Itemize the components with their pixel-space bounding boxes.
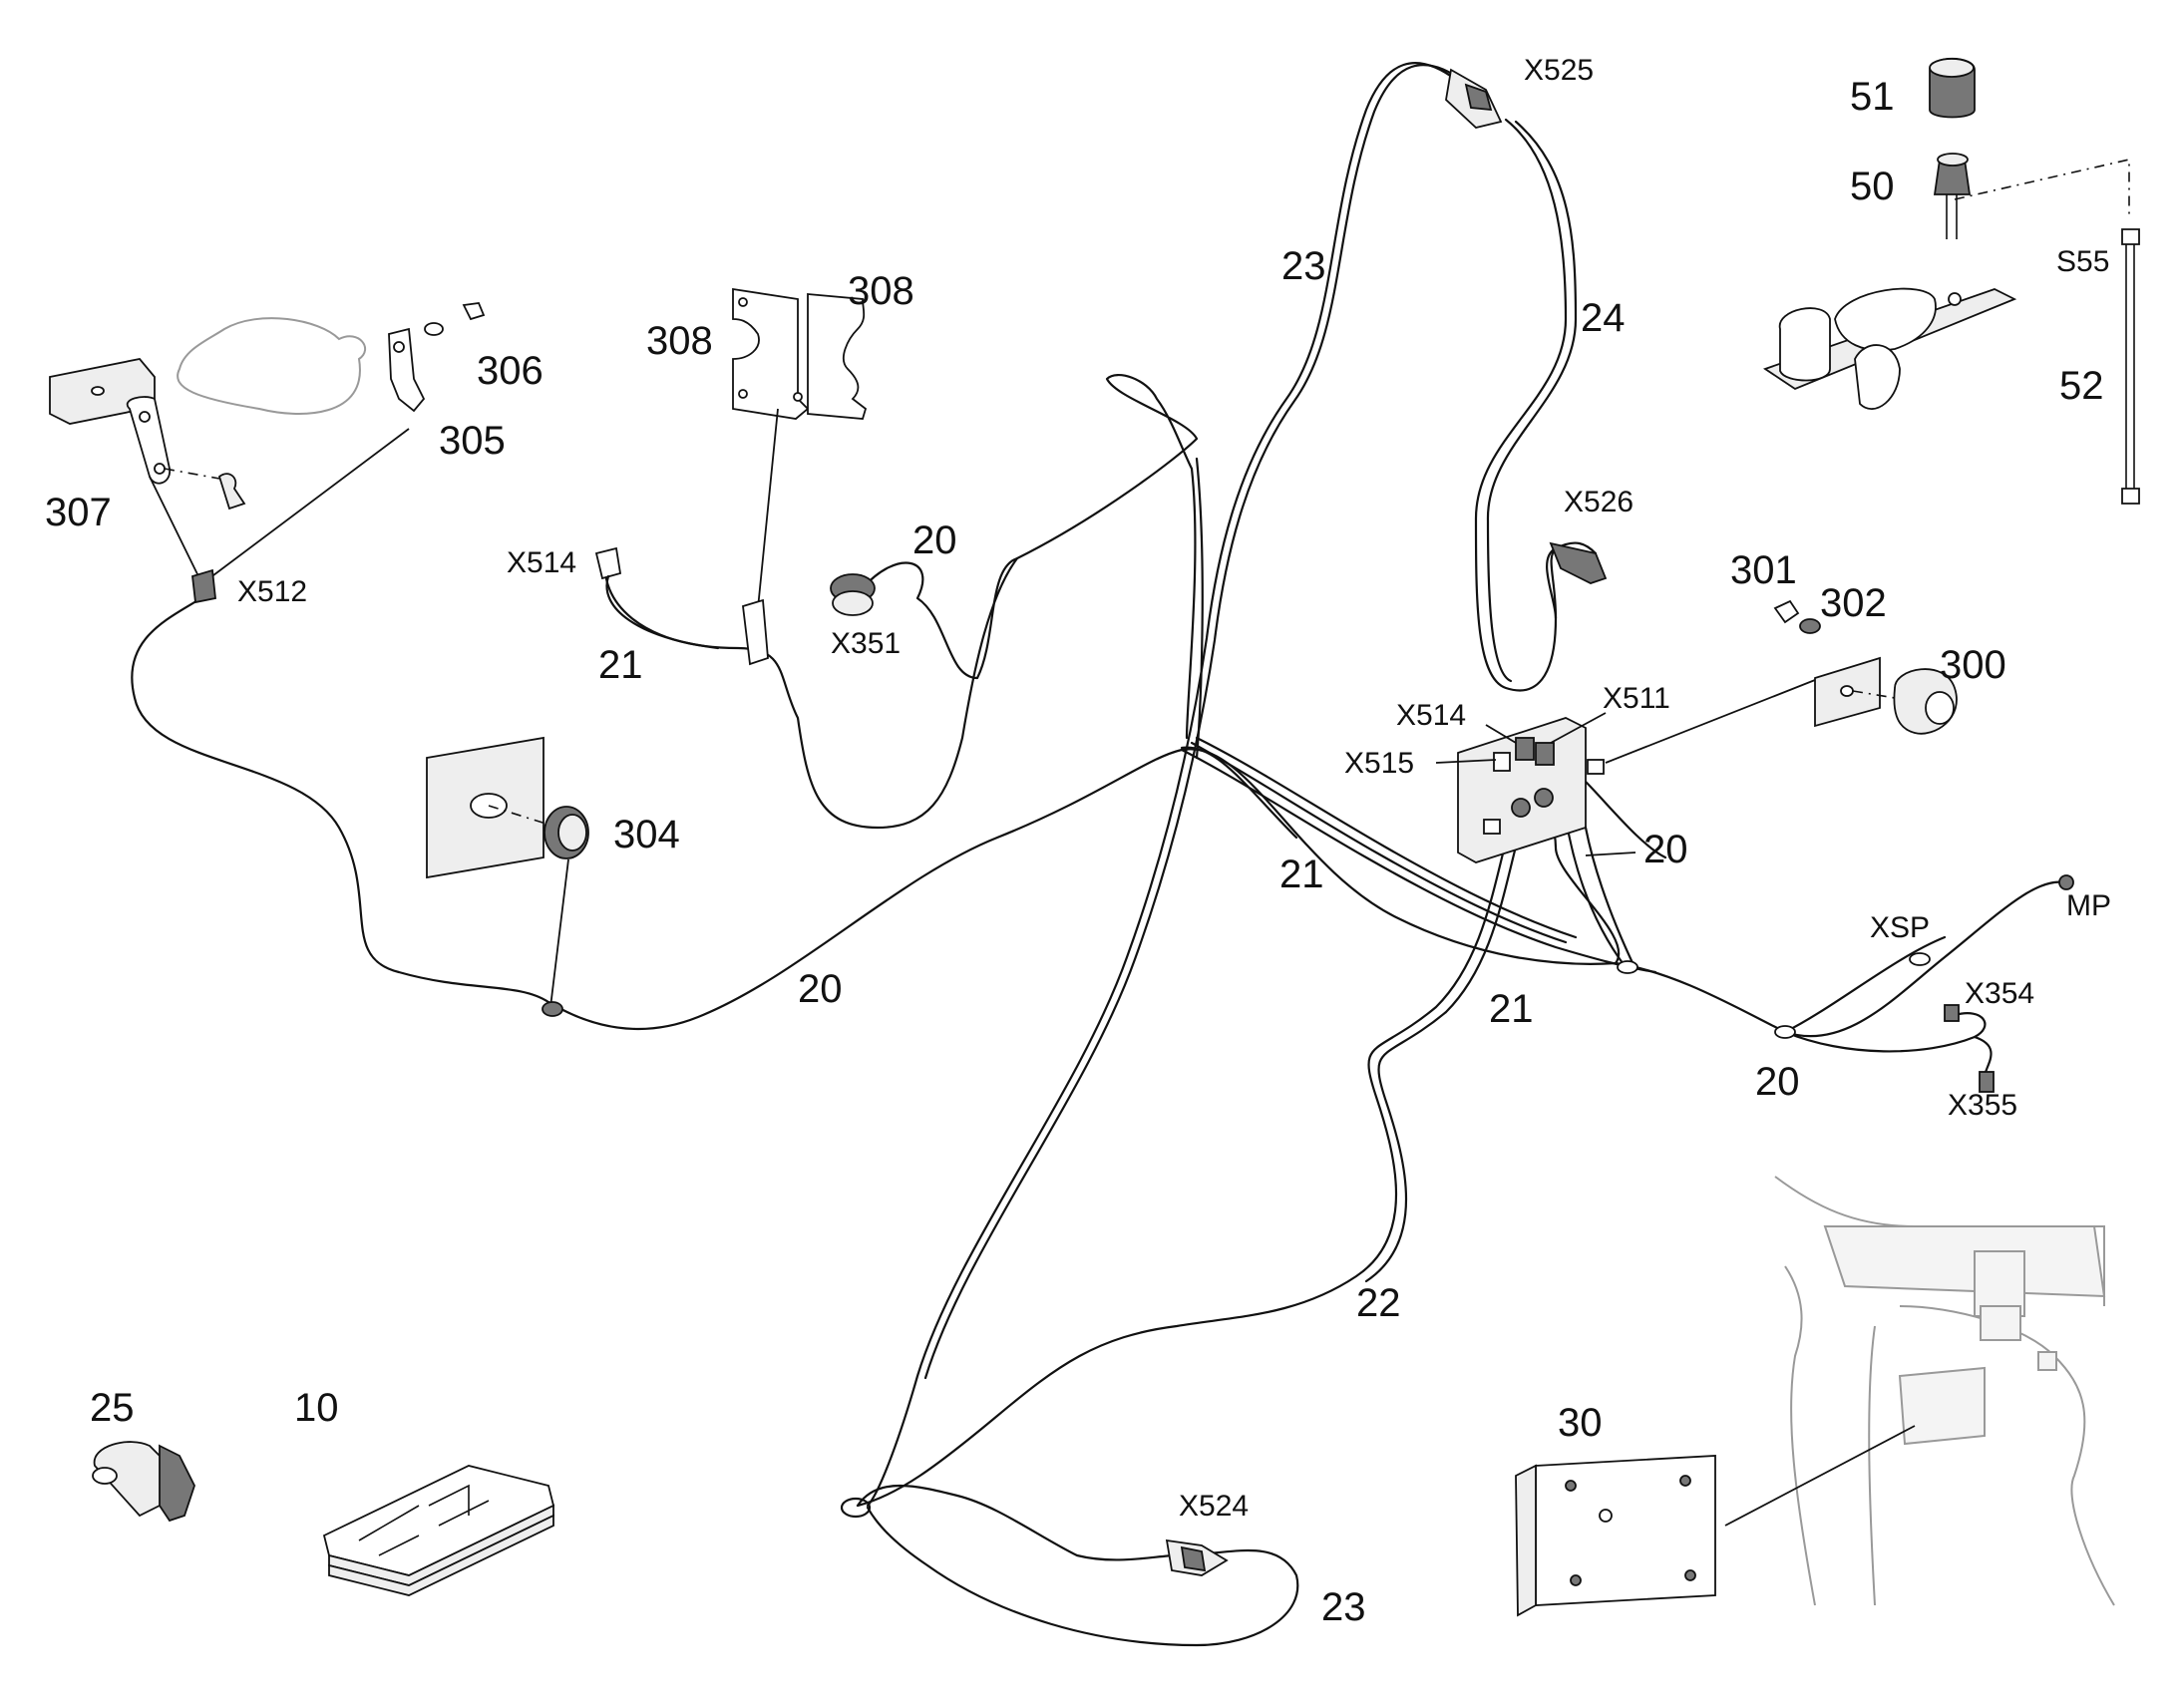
bracket-assembly-305-307: [49, 302, 486, 604]
item-number-labels: 51 50 52 23 24 308 308 306 305 307 20 21…: [45, 75, 2104, 1629]
label-10: 10: [294, 1386, 339, 1430]
label-302: 302: [1820, 581, 1887, 625]
label-307: 307: [45, 491, 112, 534]
label-20-xsp: 20: [1755, 1060, 1800, 1104]
label-306: 306: [477, 349, 544, 393]
label-50: 50: [1850, 165, 1895, 208]
label-23-top: 23: [1281, 244, 1326, 288]
label-305: 305: [439, 419, 506, 463]
label-52: 52: [2059, 364, 2104, 408]
label-mp: MP: [2066, 889, 2111, 922]
label-x525: X525: [1524, 54, 1594, 87]
label-22: 22: [1356, 1281, 1401, 1325]
connector-x525: [1445, 68, 1503, 129]
connector-block: [1457, 717, 1605, 863]
label-x524: X524: [1179, 1490, 1249, 1523]
label-25: 25: [90, 1386, 135, 1430]
connector-labels: X525 S55 X526 X514 X512 X351 X514 X511 X…: [237, 54, 2111, 1523]
plate-grommet-304: [426, 736, 589, 1017]
label-20-right: 20: [1643, 828, 1688, 871]
label-21-mid: 21: [1279, 853, 1324, 896]
label-s55: S55: [2056, 245, 2109, 278]
label-leaders: [1435, 712, 1636, 856]
control-module-30: [1515, 1425, 1916, 1617]
label-x515: X515: [1344, 747, 1414, 780]
wire-harness-20: [131, 374, 2066, 1079]
connector-x514-left: [594, 546, 720, 650]
connector-x524: [1165, 1538, 1229, 1576]
label-308-right: 308: [848, 269, 914, 313]
label-x512: X512: [237, 575, 307, 608]
switch-assembly-50-51: [1762, 57, 2140, 505]
sensor-assembly-300: [1605, 599, 1958, 764]
label-x351: X351: [831, 627, 901, 660]
label-30: 30: [1558, 1401, 1603, 1445]
lamp-25: [92, 1441, 195, 1523]
label-x514-left: X514: [507, 546, 576, 579]
connector-x526: [1549, 541, 1608, 584]
manual-10: [322, 1465, 555, 1596]
label-x354: X354: [1965, 977, 2034, 1010]
label-x526: X526: [1564, 486, 1634, 518]
label-23-bottom: 23: [1321, 1585, 1366, 1629]
label-21-left: 21: [598, 643, 643, 687]
label-xsp: XSP: [1870, 911, 1930, 944]
label-20-top: 20: [912, 518, 957, 562]
label-x355: X355: [1948, 1089, 2017, 1122]
wire-harness-22-23-24: [840, 62, 1598, 1647]
label-304: 304: [613, 813, 680, 856]
connector-x351: [830, 573, 876, 616]
label-x511: X511: [1603, 682, 1670, 715]
cab-outline: [1774, 1176, 2115, 1606]
plates-308: [732, 287, 868, 666]
label-21-right: 21: [1489, 987, 1534, 1031]
label-20-bottom: 20: [798, 967, 843, 1011]
label-301: 301: [1730, 548, 1797, 592]
plugs-xsp: [1617, 874, 2074, 1093]
label-24: 24: [1581, 296, 1626, 340]
label-x514-right: X514: [1396, 699, 1466, 732]
label-51: 51: [1850, 75, 1895, 119]
label-300: 300: [1940, 643, 2006, 687]
label-308-left: 308: [646, 319, 713, 363]
